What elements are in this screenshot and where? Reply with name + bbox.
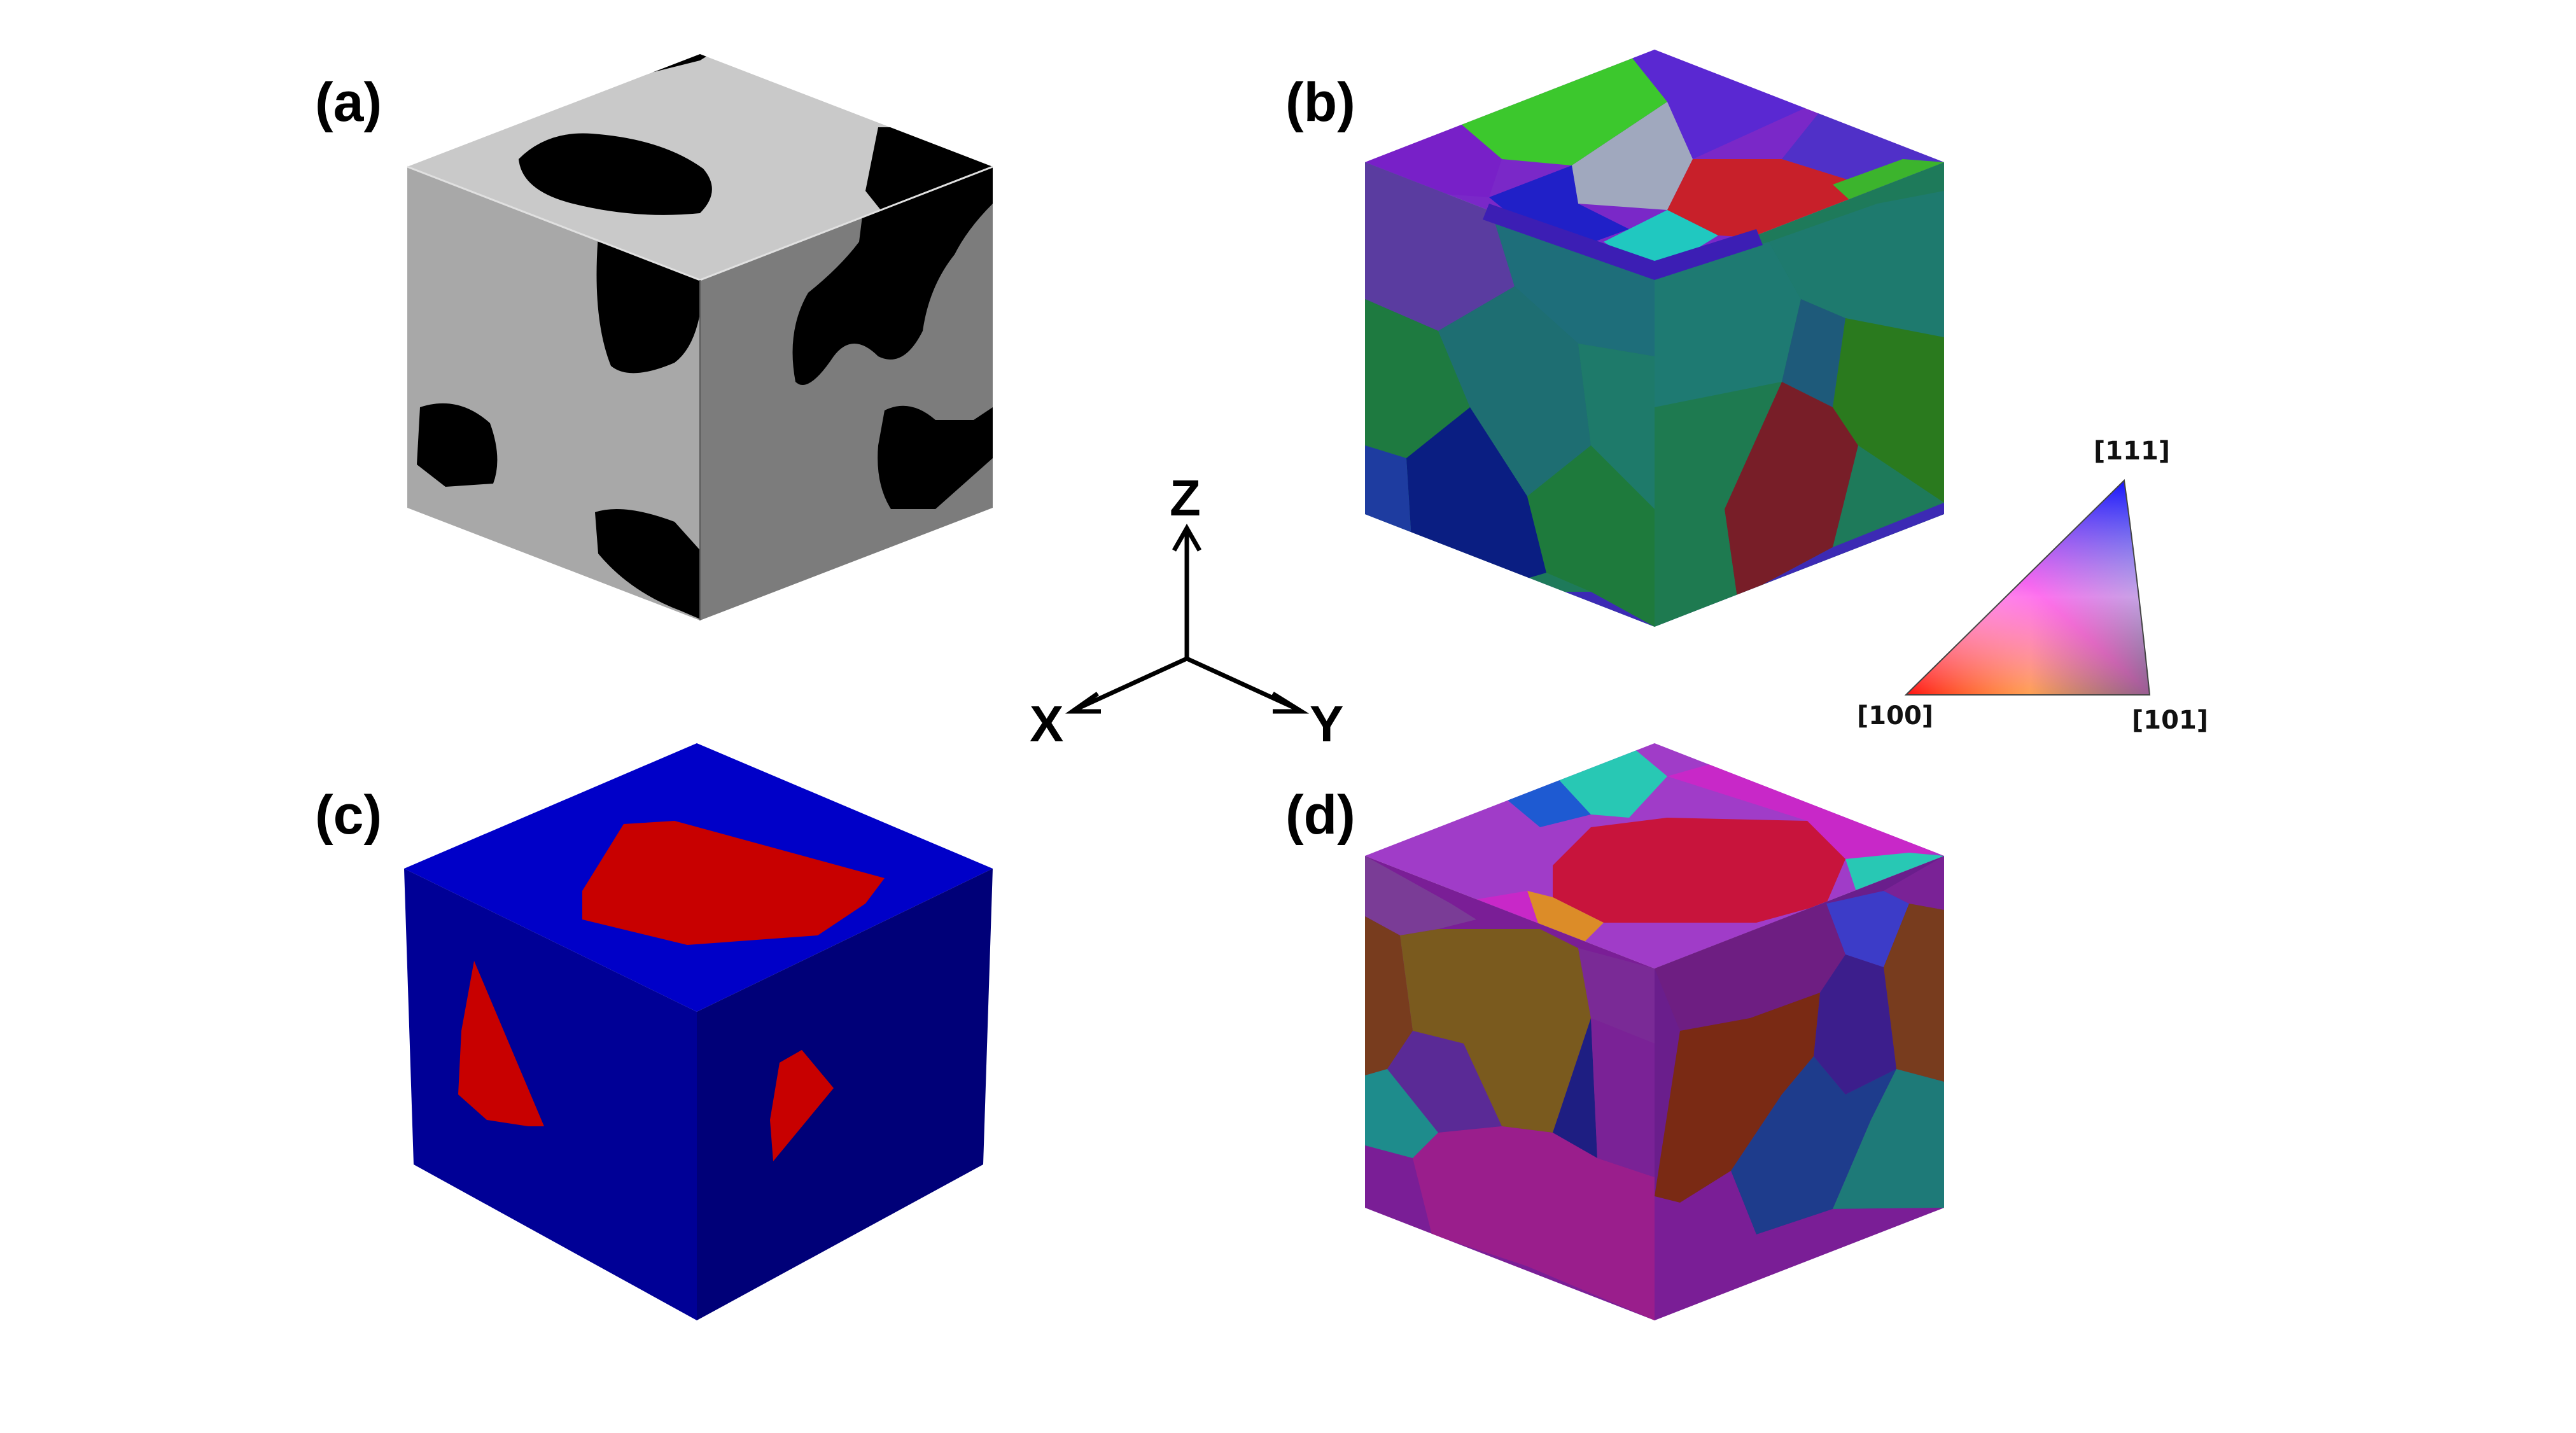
cube-b-ledge	[1483, 204, 1763, 280]
ipf-label-100: [100]	[1857, 701, 1933, 730]
axis-y-arrowhead	[1271, 692, 1310, 714]
cube-a	[407, 54, 993, 620]
cube-d	[1365, 743, 1944, 1320]
axis-y-label: Y	[1310, 696, 1343, 752]
cube-c-right-face	[697, 869, 993, 1320]
axis-x-line	[1074, 656, 1188, 712]
ipf-label-111: [111]	[2094, 437, 2170, 466]
axis-y-line	[1186, 656, 1299, 712]
cube-c-grain-top	[582, 821, 885, 945]
axis-triad	[1065, 523, 1310, 714]
cube-d-right-grains	[1655, 856, 1944, 1320]
axis-z-arrowhead	[1172, 523, 1202, 552]
cube-c	[404, 743, 993, 1320]
cube-c-grain-right	[770, 1050, 834, 1161]
cube-d-left-grains	[1365, 856, 1655, 1320]
panel-label-a: (a)	[315, 72, 382, 133]
axis-x-label: X	[1030, 696, 1063, 752]
axis-z-label: Z	[1170, 470, 1201, 526]
cube-b	[1365, 50, 1944, 627]
axis-x-arrowhead	[1065, 692, 1101, 714]
cube-a-dark-phase	[417, 54, 993, 620]
panel-label-c: (c)	[315, 785, 382, 846]
panel-label-b: (b)	[1285, 72, 1355, 133]
cube-b-right-grains	[1655, 191, 1944, 627]
ipf-label-101: [101]	[2132, 706, 2208, 735]
panel-label-d: (d)	[1285, 785, 1355, 846]
cube-c-grain-left	[458, 961, 544, 1126]
